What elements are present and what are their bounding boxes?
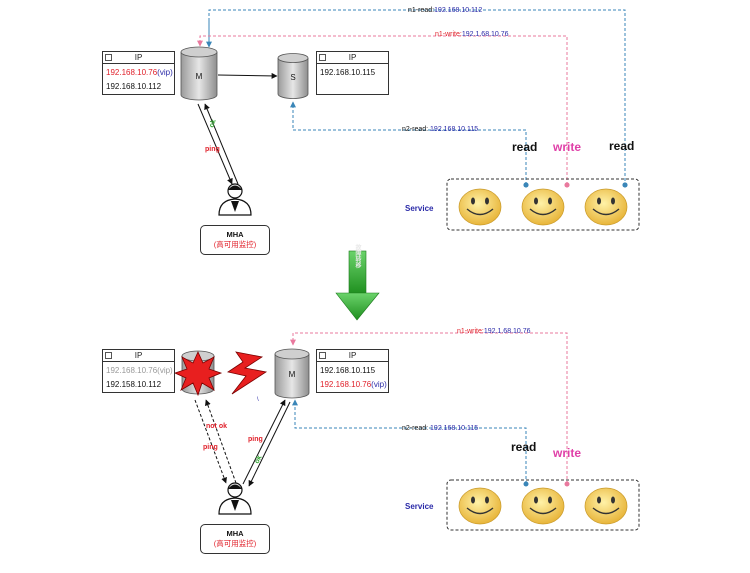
read-label: read [512,140,537,154]
smiley-face-icon [521,487,565,525]
read-label: read [609,139,634,153]
ping-label: ping [203,444,218,451]
explosion-icon [173,351,223,397]
write-label: write [552,140,581,154]
read-label: read [511,440,536,454]
ip-address: 192.168.10.115 [320,68,376,77]
master-label: M [289,370,296,379]
service-label: Service [405,502,434,511]
failover-text: 故障转移 [354,243,361,269]
not-ok-label: not ok [206,423,227,430]
ok-label: ok [208,119,217,129]
lightning-icon [226,351,268,395]
ip-address-removed: 192.168.10.76(vip) [106,366,173,375]
person-icon [218,482,252,515]
write-label: write [552,446,581,460]
mha-name: MHA [226,529,244,538]
ping-label: ping [205,146,220,153]
n2-read-route [290,101,529,188]
ip-table: IP 192.168.10.76(vip) 192.158.10.112 [102,349,175,393]
ping-arrow [197,103,233,185]
n2-read-label: n2-read: 192.168.10.115 [402,425,478,432]
vip-tag: (vip) [371,380,387,389]
ping-arrow [242,399,286,485]
ok-arrow [204,103,239,185]
database-cylinder-icon [274,348,310,399]
n1-read-route [206,9,628,188]
smiley-face-icon [584,487,628,525]
person-icon [218,183,252,216]
n1-read-label: n1-read:192.168.10.112 [408,7,482,14]
ip-table: IP 192.168.10.115 [316,51,389,95]
ip-table: IP 192.168.10.76(vip) 192.168.10.112 [102,51,175,95]
ok-label: ok [254,454,264,465]
ip-table: IP 192.168.10.115 192.168.10.76(vip) [316,349,389,393]
mha-monitor-box: MHA (高可用监控) [200,225,270,255]
ping-label: ping [248,436,263,443]
mha-subtitle: (高可用监控) [213,240,257,249]
mha-name: MHA [226,230,244,239]
service-group [446,479,640,531]
ip-table-header: IP [348,53,357,62]
ip-table-header: IP [134,351,143,360]
smiley-face-icon [458,188,502,226]
service-label: Service [405,204,434,213]
smiley-face-icon [584,188,628,226]
slave-label: S [290,73,295,82]
mha-monitor-box: MHA (高可用监控) [200,524,270,554]
ip-address: 192.168.10.115 [320,366,376,375]
n1-write-label: n1-write:192.1.68.10.76 [457,328,531,335]
service-group [446,178,640,231]
mha-subtitle: (高可用监控) [213,539,257,548]
smiley-face-icon [458,487,502,525]
replication-arrow [217,72,278,79]
n1-write-label: n1-write:192.1.68.10.76 [435,31,509,38]
vip-address: 192.168.10.76 [106,68,158,77]
ip-table-header: IP [134,53,143,62]
database-cylinder-icon [277,53,309,99]
ip-address: 192.168.10.112 [106,82,162,91]
ok-arrow [248,401,291,487]
master-label: M [196,72,203,81]
tick-mark: \ [257,397,259,403]
failover-arrow [335,250,380,321]
database-cylinder-icon [180,46,218,101]
vip-address: 192.168.10.76 [320,380,372,389]
n2-read-label: n2-read: 192.168.10.115 [402,126,478,133]
ip-table-header: IP [348,351,357,360]
ip-address: 192.158.10.112 [106,380,162,389]
n1-write-route [290,332,568,484]
smiley-face-icon [521,188,565,226]
vip-tag: (vip) [157,68,173,77]
n2-read-route [292,399,527,484]
